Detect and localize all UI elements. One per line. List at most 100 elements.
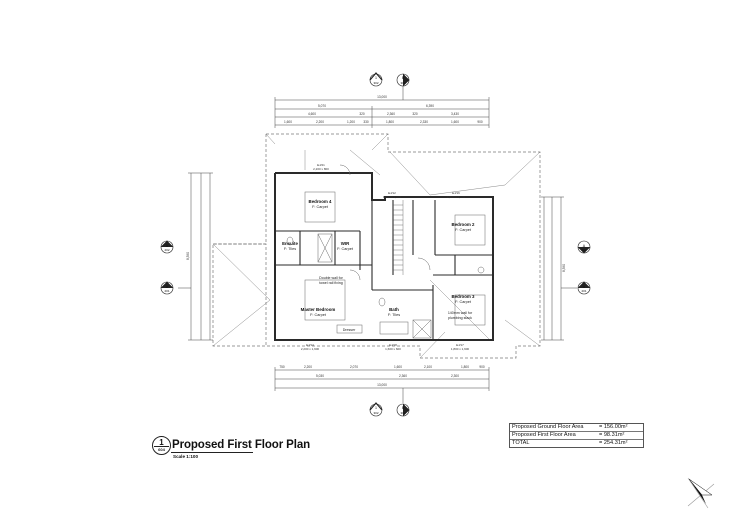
svg-text:2,200 x 800: 2,200 x 800 — [313, 167, 329, 171]
plan-notes: Double wall for towel rail fixing 140mm … — [319, 276, 473, 332]
svg-text:4,600: 4,600 — [308, 112, 316, 116]
right-dimensions — [541, 196, 577, 341]
svg-text:F: Carpet: F: Carpet — [310, 313, 327, 317]
svg-text:Bedroom 4: Bedroom 4 — [309, 199, 332, 204]
svg-text:1,800: 1,800 — [386, 120, 394, 124]
svg-text:Master Bedroom: Master Bedroom — [301, 307, 336, 312]
area-row-total: TOTAL = 254.31m² — [510, 440, 643, 447]
svg-text:320: 320 — [359, 112, 365, 116]
area-schedule-table: Proposed Ground Floor Area = 156.00m² Pr… — [509, 423, 644, 448]
svg-text:2,360: 2,360 — [399, 374, 407, 378]
svg-text:302: 302 — [373, 81, 378, 85]
svg-text:EJ/12: EJ/12 — [388, 191, 396, 195]
svg-text:Bedroom 2: Bedroom 2 — [452, 222, 475, 227]
svg-text:F: Tiles: F: Tiles — [388, 313, 400, 317]
stair-treads — [393, 200, 404, 275]
svg-text:8,390: 8,390 — [562, 264, 566, 272]
svg-text:1,800 x 1,100: 1,800 x 1,100 — [447, 195, 466, 199]
svg-text:A: A — [583, 244, 586, 248]
svg-text:A: A — [583, 285, 586, 289]
svg-text:5,030: 5,030 — [316, 374, 324, 378]
svg-text:1,600: 1,600 — [284, 120, 292, 124]
svg-text:2,200: 2,200 — [316, 120, 324, 124]
svg-text:302: 302 — [400, 411, 405, 415]
svg-text:1,600 x 600: 1,600 x 600 — [385, 347, 401, 351]
svg-text:202: 202 — [581, 248, 586, 252]
svg-text:B: B — [402, 76, 405, 80]
north-arrow-icon — [687, 477, 715, 509]
svg-text:F: Carpet: F: Carpet — [455, 228, 472, 232]
svg-text:2,200: 2,200 — [304, 365, 312, 369]
svg-text:2,330: 2,330 — [420, 120, 428, 124]
top-dimensions — [274, 85, 490, 128]
view-number: 1 — [159, 438, 164, 447]
svg-text:3,430: 3,430 — [451, 112, 459, 116]
svg-text:A: A — [166, 244, 169, 248]
svg-text:Dresser: Dresser — [343, 328, 356, 332]
section-marker-bottom-1[interactable]: 1 302 — [369, 402, 383, 417]
svg-text:A: A — [166, 285, 169, 289]
sheet-reference: 604 — [158, 447, 165, 452]
svg-text:EJ/17: EJ/17 — [456, 343, 464, 347]
left-dimensions — [178, 172, 213, 341]
svg-text:1: 1 — [375, 406, 377, 410]
svg-text:2,360: 2,360 — [387, 112, 395, 116]
svg-text:201: 201 — [164, 289, 169, 293]
svg-text:900: 900 — [479, 365, 485, 369]
svg-text:900: 900 — [477, 120, 483, 124]
section-marker-top-b[interactable]: B 302 — [396, 73, 410, 87]
drawing-scale: Scale 1:100 — [173, 454, 199, 459]
svg-text:1,600 x 1,100: 1,600 x 1,100 — [383, 195, 402, 199]
svg-text:Bedroom 3: Bedroom 3 — [452, 294, 475, 299]
section-marker-top-1[interactable]: 1 302 — [369, 72, 383, 87]
svg-text:13,000: 13,000 — [377, 383, 387, 387]
svg-text:Double wall for: Double wall for — [319, 276, 344, 280]
svg-text:Ensuite: Ensuite — [282, 241, 298, 246]
svg-text:Bath: Bath — [389, 307, 399, 312]
section-marker-right-lower[interactable]: A 201 — [577, 281, 591, 295]
svg-text:1,600: 1,600 — [394, 365, 402, 369]
svg-text:8,390: 8,390 — [186, 252, 190, 260]
svg-text:201: 201 — [581, 289, 586, 293]
svg-text:5,070: 5,070 — [318, 104, 326, 108]
svg-text:1,600: 1,600 — [451, 120, 459, 124]
svg-text:F: Carpet: F: Carpet — [312, 205, 329, 209]
area-row-ground: Proposed Ground Floor Area = 156.00m² — [510, 424, 643, 432]
svg-text:B: B — [402, 406, 405, 410]
svg-text:302: 302 — [373, 411, 378, 415]
svg-text:320: 320 — [412, 112, 418, 116]
section-marker-right-upper[interactable]: A 202 — [577, 240, 591, 254]
area-value: = 98.31m² — [599, 432, 625, 438]
svg-text:WIR: WIR — [341, 241, 350, 246]
section-marker-left-upper[interactable]: A 202 — [160, 240, 174, 254]
svg-text:EJ/18: EJ/18 — [389, 343, 397, 347]
svg-text:1,800: 1,800 — [461, 365, 469, 369]
roof-outline — [212, 133, 541, 359]
section-marker-bottom-b[interactable]: B 302 — [396, 403, 410, 417]
bubble-divider — [154, 446, 169, 447]
svg-text:EJ/14: EJ/14 — [306, 343, 314, 347]
exterior-walls — [274, 172, 494, 341]
svg-text:13,000: 13,000 — [377, 95, 387, 99]
svg-text:1,800 x 1,600: 1,800 x 1,600 — [451, 347, 470, 351]
bottom-dimensions — [274, 367, 490, 403]
interior-walls — [275, 200, 493, 340]
svg-text:2,070: 2,070 — [350, 365, 358, 369]
svg-text:EJ/21: EJ/21 — [317, 163, 325, 167]
area-label: TOTAL — [512, 440, 530, 446]
window-tags: EJ/21 2,200 x 800 EJ/12 1,600 x 1,100 EJ… — [301, 163, 470, 351]
svg-text:202: 202 — [164, 248, 169, 252]
svg-text:140mm wall for: 140mm wall for — [448, 311, 473, 315]
svg-text:F: Carpet: F: Carpet — [455, 300, 472, 304]
svg-text:2,100: 2,100 — [424, 365, 432, 369]
area-value: = 254.31m² — [599, 440, 628, 446]
svg-text:302: 302 — [400, 81, 405, 85]
svg-text:F: Carpet: F: Carpet — [337, 247, 354, 251]
furniture — [286, 164, 486, 339]
drawing-title: Proposed First Floor Plan — [172, 439, 311, 451]
section-marker-left-lower[interactable]: A 201 — [160, 281, 174, 295]
svg-text:330: 330 — [363, 120, 369, 124]
svg-text:6,390: 6,390 — [426, 104, 434, 108]
svg-text:1: 1 — [375, 76, 377, 80]
